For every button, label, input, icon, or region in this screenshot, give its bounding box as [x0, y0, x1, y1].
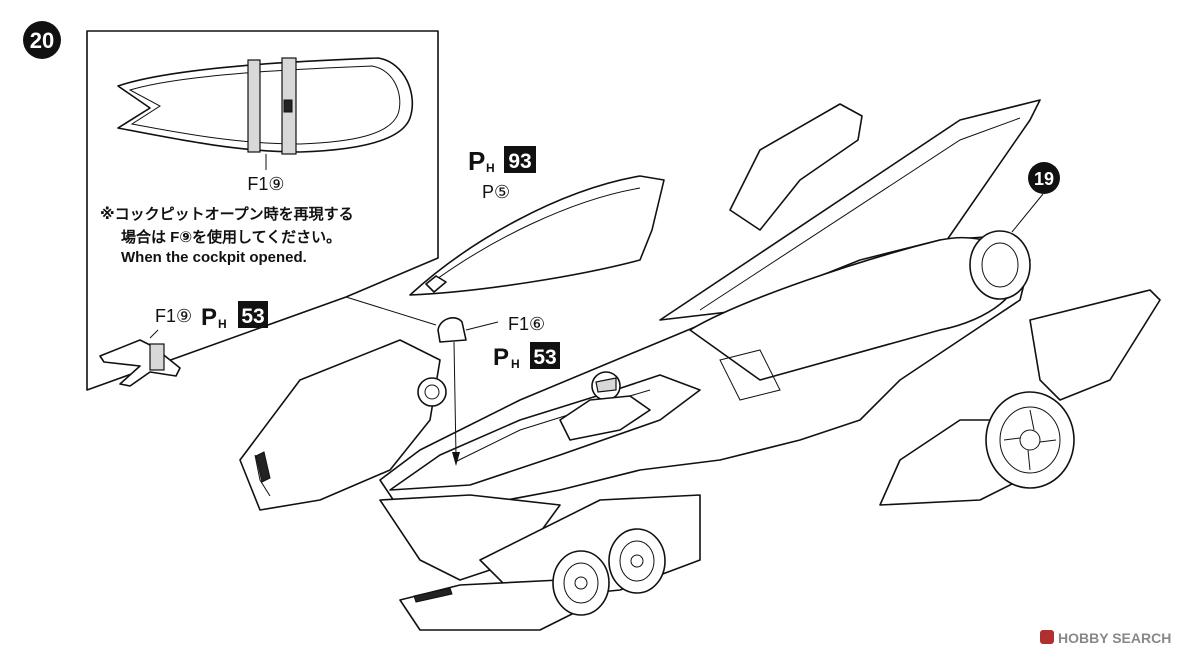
next-step-badge-circle [1028, 162, 1060, 194]
canopy-paint-number: 93 [508, 150, 531, 173]
next-step-badge: 19 [1028, 162, 1060, 194]
step-badge: 20 [23, 21, 61, 59]
canopy-paint-code: P H 93 [468, 146, 536, 176]
next-step-number: 19 [1034, 169, 1054, 189]
seat-paint-sub: H [511, 357, 520, 371]
step-badge-circle [23, 21, 61, 59]
canopy-paint-sub: H [486, 161, 495, 175]
canopy-frame-part-label: F1⑨ [247, 174, 284, 194]
canopy-part-label: P⑤ [482, 182, 510, 202]
canopy-paint-prefix: P [468, 146, 485, 176]
canopy-paint-box [504, 146, 536, 173]
step-number: 20 [30, 28, 54, 53]
lower-paint-prefix: P [201, 304, 217, 331]
watermark: HOBBY SEARCH [1040, 630, 1171, 646]
lower-paint-code: P H 53 [201, 301, 268, 331]
seat-paint-box [530, 342, 560, 369]
note-japanese-line1: ※コックピットオープン時を再現する [100, 205, 354, 223]
seat-part-label: F1⑥ [508, 314, 545, 334]
lower-paint-number: 53 [241, 305, 264, 328]
callout-box: F1⑨ ※コックピットオープン時を再現する 場合は F⑨を使用してください。 W… [86, 30, 439, 391]
seat-paint-code: P H 53 [493, 342, 560, 371]
callout-border [86, 30, 439, 391]
note-english: When the cockpit opened. [121, 249, 307, 266]
canopy-frame-part [117, 57, 414, 170]
watermark-text: HOBBY SEARCH [1058, 630, 1171, 646]
seat-paint-number: 53 [533, 346, 556, 369]
car-illustration [239, 99, 1161, 631]
lower-part-label: F1⑨ [155, 306, 192, 326]
watermark-logo-icon [1040, 630, 1054, 644]
lower-paint-box [238, 301, 268, 328]
seat-paint-prefix: P [493, 344, 509, 371]
lower-part [99, 329, 181, 387]
lower-paint-sub: H [218, 317, 227, 331]
note-japanese-line2: 場合は F⑨を使用してください。 [121, 228, 341, 246]
